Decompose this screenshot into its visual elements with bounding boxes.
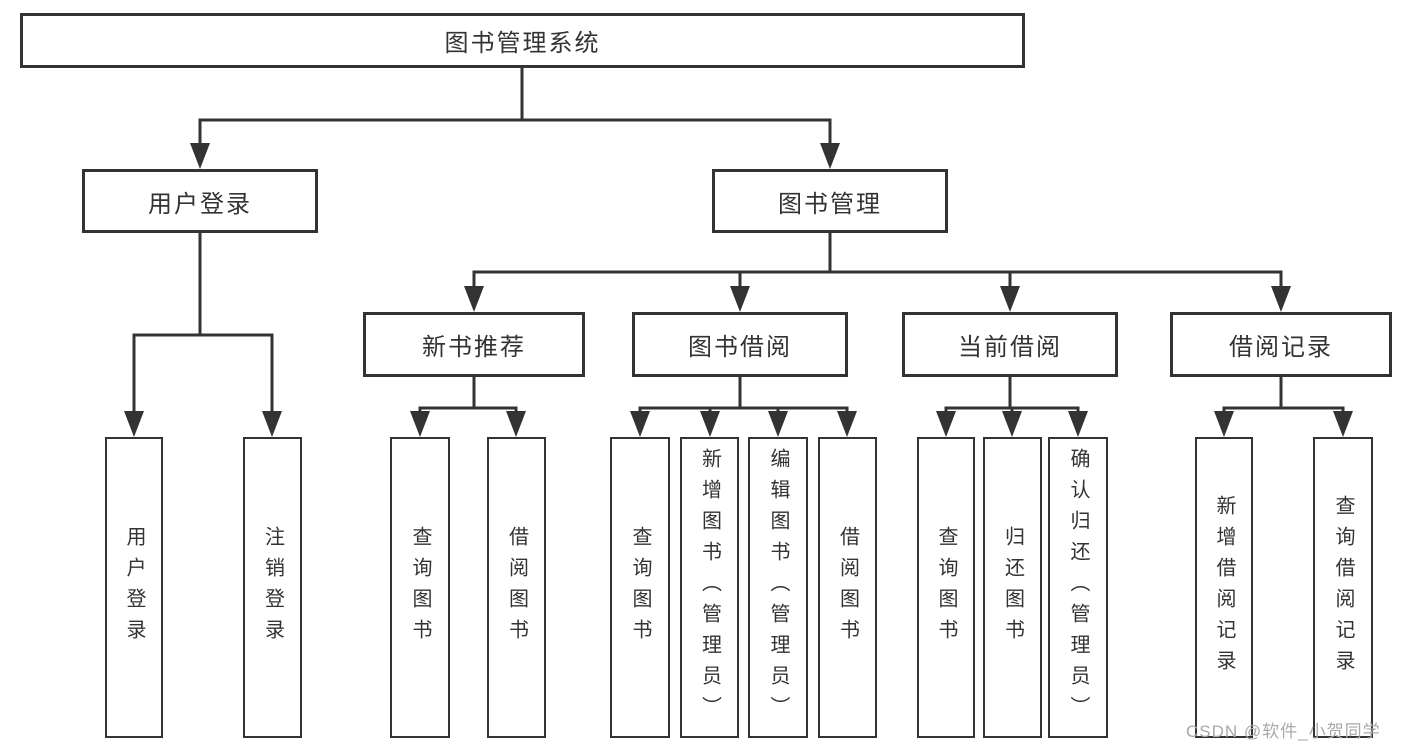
leaf-borrow-books-borrowing: 借阅图书: [818, 437, 877, 738]
leaf-edit-book-admin-label: 编辑图书（管理员）: [767, 448, 789, 727]
arrowheads: [124, 143, 1353, 437]
leaf-query-books-current-label: 查询图书: [935, 525, 957, 650]
leaf-user-login: 用户登录: [105, 437, 163, 738]
node-book-borrowing-label: 图书借阅: [688, 334, 792, 361]
leaf-logout: 注销登录: [243, 437, 302, 738]
node-book-borrowing: 图书借阅: [632, 312, 848, 377]
leaf-add-borrow-record: 新增借阅记录: [1195, 437, 1253, 738]
leaf-confirm-return-admin: 确认归还（管理员）: [1048, 437, 1108, 738]
leaf-query-books-recommend: 查询图书: [390, 437, 450, 738]
leaf-query-books-borrowing: 查询图书: [610, 437, 670, 738]
leaf-borrow-books-borrowing-label: 借阅图书: [836, 525, 859, 650]
node-user-login: 用户登录: [82, 169, 318, 233]
node-book-management-label: 图书管理: [778, 190, 882, 218]
leaf-return-book: 归还图书: [983, 437, 1042, 738]
leaf-add-borrow-record-label: 新增借阅记录: [1213, 494, 1235, 681]
leaf-query-books-borrowing-label: 查询图书: [629, 525, 651, 650]
csdn-watermark: CSDN @软件_小贺同学: [1186, 722, 1381, 741]
leaf-confirm-return-admin-label: 确认归还（管理员）: [1067, 448, 1089, 727]
leaf-query-borrow-record-label: 查询借阅记录: [1332, 494, 1354, 681]
node-borrowing-records: 借阅记录: [1170, 312, 1392, 377]
node-user-login-label: 用户登录: [148, 190, 252, 218]
leaf-query-books-current: 查询图书: [917, 437, 975, 738]
leaf-return-book-label: 归还图书: [1001, 525, 1024, 650]
leaf-borrow-books-recommend: 借阅图书: [487, 437, 546, 738]
node-new-book-recommend-label: 新书推荐: [422, 334, 526, 361]
node-borrowing-records-label: 借阅记录: [1229, 334, 1333, 361]
node-current-borrowing: 当前借阅: [902, 312, 1118, 377]
leaf-add-book-admin-label: 新增图书（管理员）: [698, 448, 721, 727]
node-current-borrowing-label: 当前借阅: [958, 334, 1062, 361]
leaf-user-login-label: 用户登录: [123, 525, 145, 650]
node-new-book-recommend: 新书推荐: [363, 312, 585, 377]
node-root-label: 图书管理系统: [444, 30, 601, 57]
node-root-system: 图书管理系统: [20, 13, 1025, 68]
leaf-edit-book-admin: 编辑图书（管理员）: [748, 437, 808, 738]
leaf-add-book-admin: 新增图书（管理员）: [680, 437, 739, 738]
leaf-query-borrow-record: 查询借阅记录: [1313, 437, 1373, 738]
node-book-management: 图书管理: [712, 169, 948, 233]
leaf-logout-label: 注销登录: [261, 525, 284, 650]
leaf-borrow-books-recommend-label: 借阅图书: [505, 525, 528, 650]
leaf-query-books-recommend-label: 查询图书: [409, 525, 431, 650]
